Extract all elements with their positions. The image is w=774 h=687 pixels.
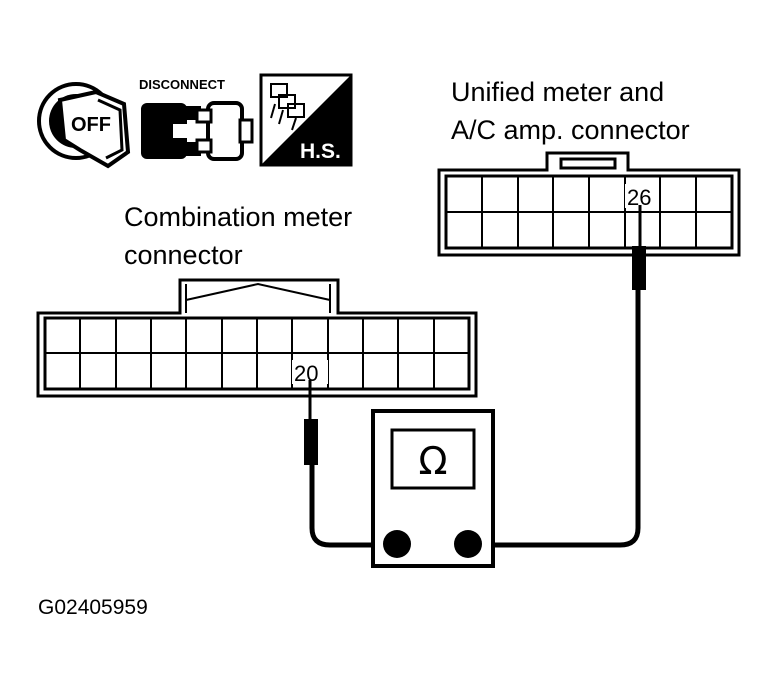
combination-connector-label-line2: connector xyxy=(124,240,243,270)
combination-pin-number: 20 xyxy=(294,361,318,386)
ohmmeter-terminal-right xyxy=(454,530,482,558)
ohmmeter-display xyxy=(390,428,476,490)
key-off-label: OFF xyxy=(71,114,111,136)
hs-harness-icon: H.S. xyxy=(259,73,353,167)
unified-connector-label-line2: A/C amp. connector xyxy=(451,115,690,145)
right-probe-wire xyxy=(470,284,641,548)
ohmmeter: Ω xyxy=(371,409,495,568)
unified-connector xyxy=(437,151,741,257)
ohm-symbol: Ω xyxy=(418,439,447,483)
hs-label: H.S. xyxy=(300,140,341,163)
pin-26-highlight xyxy=(625,184,659,208)
disconnect-label: DISCONNECT xyxy=(139,77,225,92)
left-probe-wire xyxy=(309,462,392,548)
unified-connector-label-line1: Unified meter and xyxy=(451,77,664,107)
right-test-probe xyxy=(632,205,646,290)
left-test-probe xyxy=(304,380,318,465)
disconnect-connector-icon: DISCONNECT xyxy=(139,77,254,161)
ohmmeter-terminal-left xyxy=(383,530,411,558)
ignition-key-off-icon: OFF xyxy=(37,82,131,169)
combination-connector xyxy=(36,278,478,398)
combination-connector-label-line1: Combination meter xyxy=(124,202,352,232)
figure-code: G02405959 xyxy=(38,596,148,619)
